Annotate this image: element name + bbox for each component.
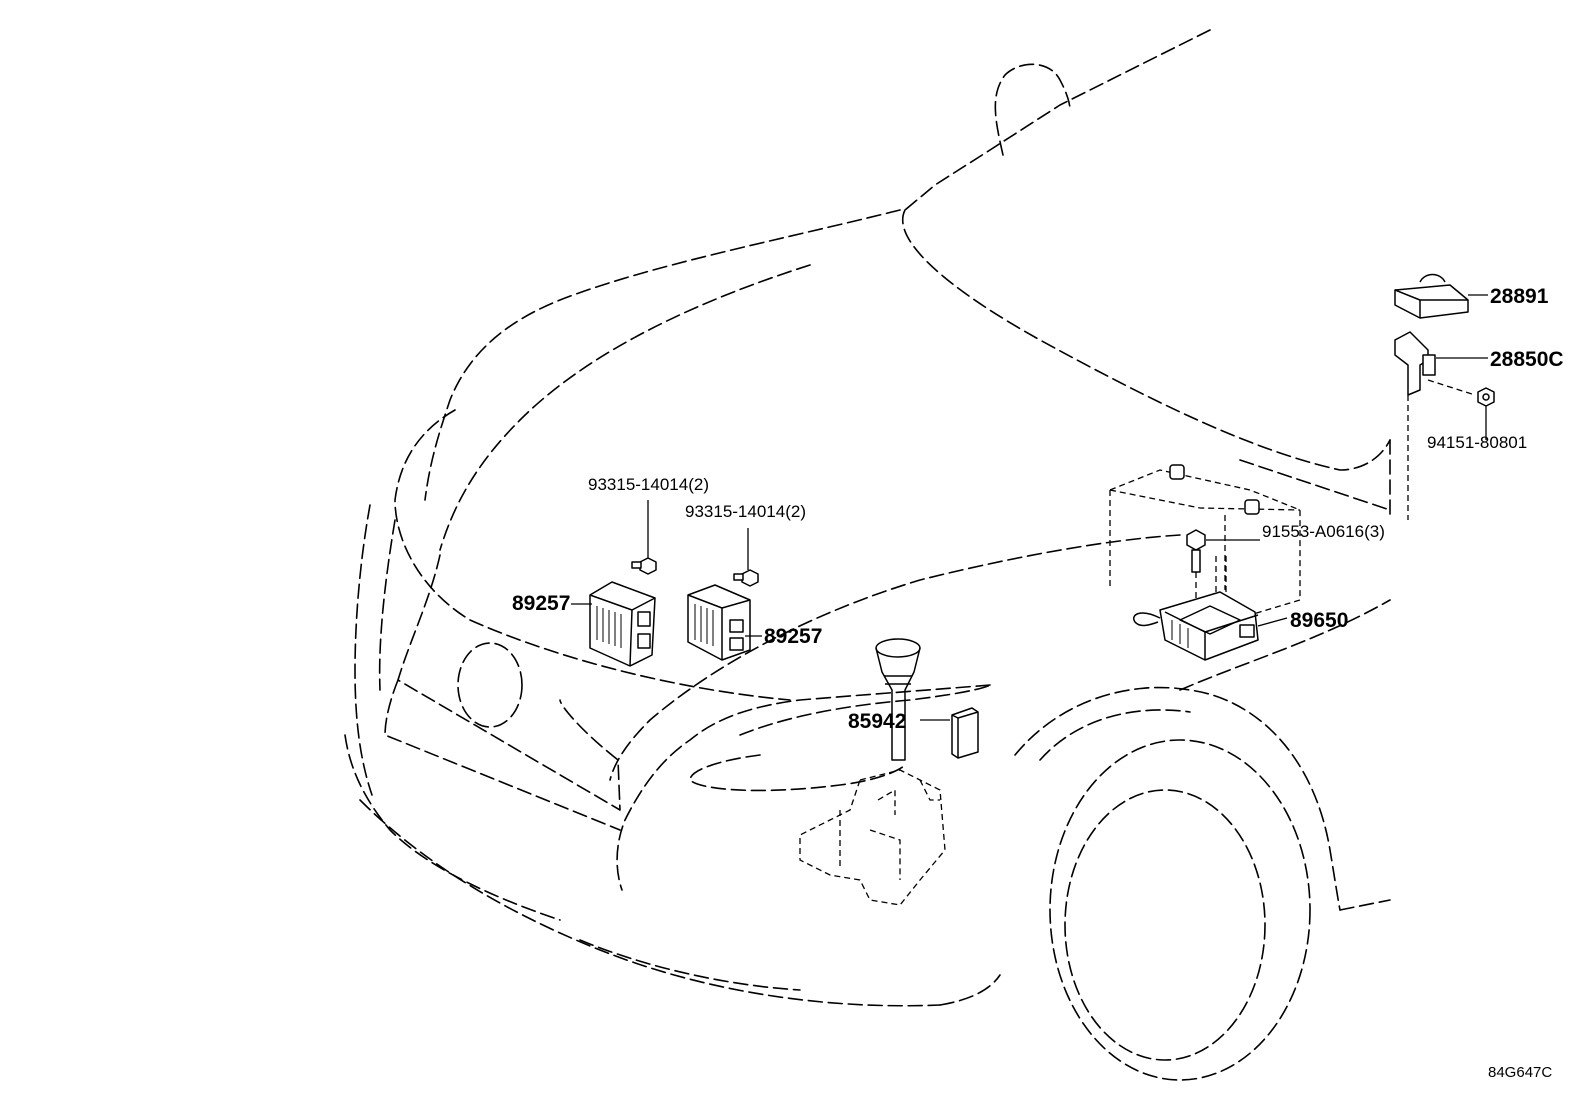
part-89650-module xyxy=(1133,591,1288,661)
diagram-reference-code: 84G647C xyxy=(1488,1064,1552,1081)
callout-94151: 94151-80801 xyxy=(1427,433,1527,452)
part-28850c-body xyxy=(1394,331,1488,520)
part-94151-nut xyxy=(1477,387,1495,440)
callout-28850c: 28850C xyxy=(1490,348,1564,371)
callout-89257-right: 89257 xyxy=(764,625,822,648)
callout-labels: 28891 28850C 94151-80801 91553-A0616(3) … xyxy=(512,285,1564,733)
callout-89650: 89650 xyxy=(1290,609,1348,632)
callout-85942: 85942 xyxy=(848,710,906,733)
part-89257-left-module xyxy=(571,500,657,667)
part-28891-body xyxy=(1394,273,1488,319)
battery-tray xyxy=(1109,464,1301,616)
part-89257-right-module xyxy=(687,528,762,661)
part-91553-bolt xyxy=(1186,529,1260,610)
part-85942-assembly xyxy=(799,638,979,906)
callout-93315-right: 93315-14014(2) xyxy=(685,502,806,521)
callout-89257-left: 89257 xyxy=(512,592,570,615)
callout-91553: 91553-A0616(3) xyxy=(1262,522,1385,541)
callout-28891: 28891 xyxy=(1490,285,1549,308)
callout-93315-left: 93315-14014(2) xyxy=(588,475,709,494)
vehicle-outline xyxy=(344,29,1391,1081)
